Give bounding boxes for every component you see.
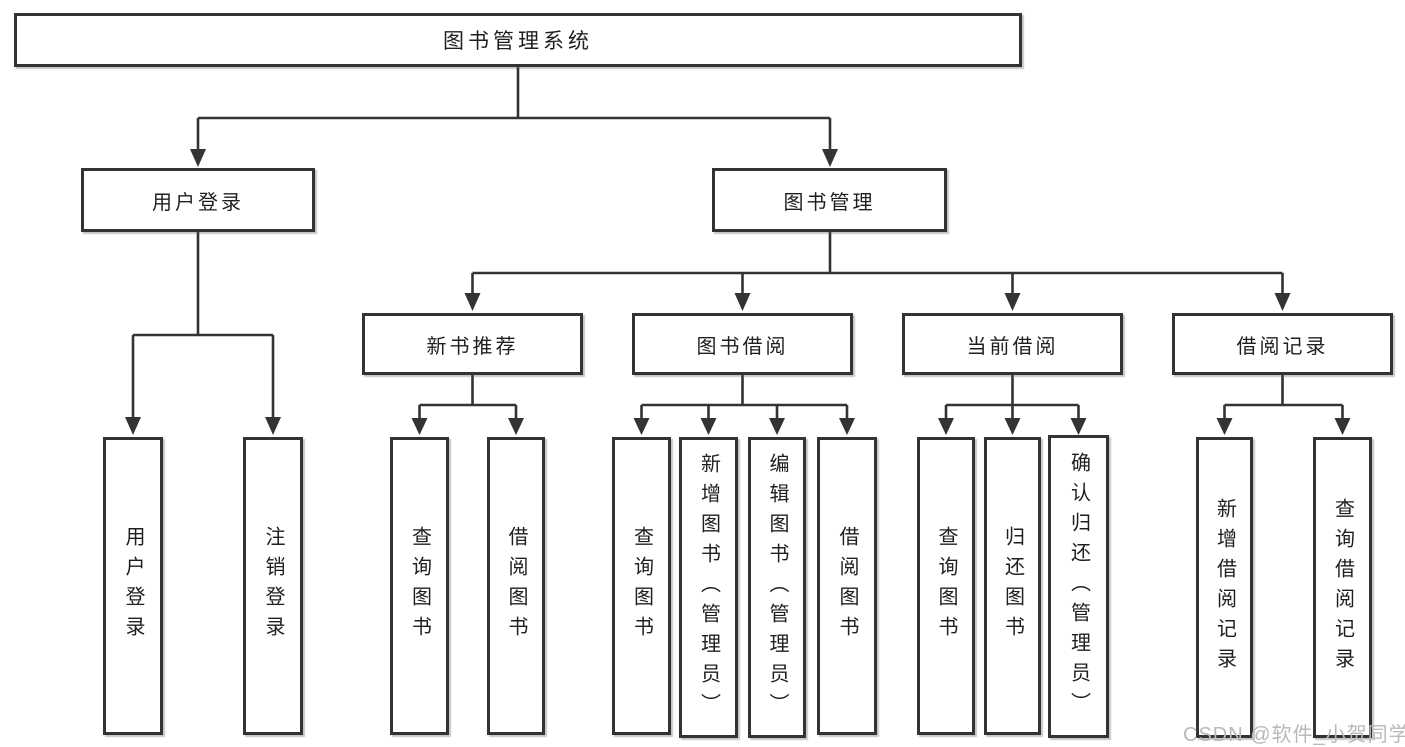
node-label: 当前借阅 [966,335,1059,358]
node-label: 查询图书 [935,526,957,646]
leaf-borrow-books-recommend: 借阅图书 [487,437,545,735]
node-label: 借阅图书 [836,526,858,646]
node-book-management-system: 图书管理系统 [14,13,1022,67]
leaf-add-books-admin: 新增图书（管理员） [679,437,738,738]
node-label: 新增图书（管理员） [697,452,720,723]
node-current-borrowing: 当前借阅 [902,313,1123,375]
leaf-query-books-recommend: 查询图书 [390,437,449,735]
node-label: 借阅图书 [505,526,527,646]
leaf-query-books-current: 查询图书 [917,437,975,735]
node-book-management: 图书管理 [712,168,947,232]
node-label: 归还图书 [1001,526,1024,646]
leaf-add-borrow-record: 新增借阅记录 [1196,437,1253,738]
node-label: 图书管理系统 [443,30,593,53]
node-user-login: 用户登录 [81,168,315,232]
leaf-query-books-borrowing: 查询图书 [612,437,671,735]
node-label: 查询图书 [630,526,653,646]
node-label: 编辑图书（管理员） [766,452,788,723]
leaf-edit-books-admin: 编辑图书（管理员） [748,437,806,738]
node-label: 查询图书 [408,526,431,646]
node-label: 图书管理 [783,191,876,214]
node-borrowing-records: 借阅记录 [1172,313,1393,375]
node-label: 用户登录 [152,191,244,214]
leaf-borrow-books: 借阅图书 [817,437,877,735]
node-label: 借阅记录 [1236,335,1329,358]
leaf-return-books: 归还图书 [984,437,1041,735]
arrowheads [125,149,1351,435]
node-label: 新书推荐 [426,335,519,358]
leaf-user-login: 用户登录 [103,437,163,735]
node-book-borrowing: 图书借阅 [632,313,853,375]
node-label: 注销登录 [262,526,284,646]
node-new-book-recommendation: 新书推荐 [362,313,583,375]
node-label: 新增借阅记录 [1213,497,1236,678]
node-label: 图书借阅 [696,335,789,358]
leaf-confirm-return-admin: 确认归还（管理员） [1048,435,1109,738]
node-label: 确认归还（管理员） [1067,451,1090,722]
csdn-watermark: CSDN @软件_小贺同学 [1183,724,1405,746]
node-label: 查询借阅记录 [1331,497,1354,678]
leaf-logout: 注销登录 [243,437,303,735]
node-label: 用户登录 [122,526,144,646]
leaf-query-borrow-record: 查询借阅记录 [1313,437,1372,738]
